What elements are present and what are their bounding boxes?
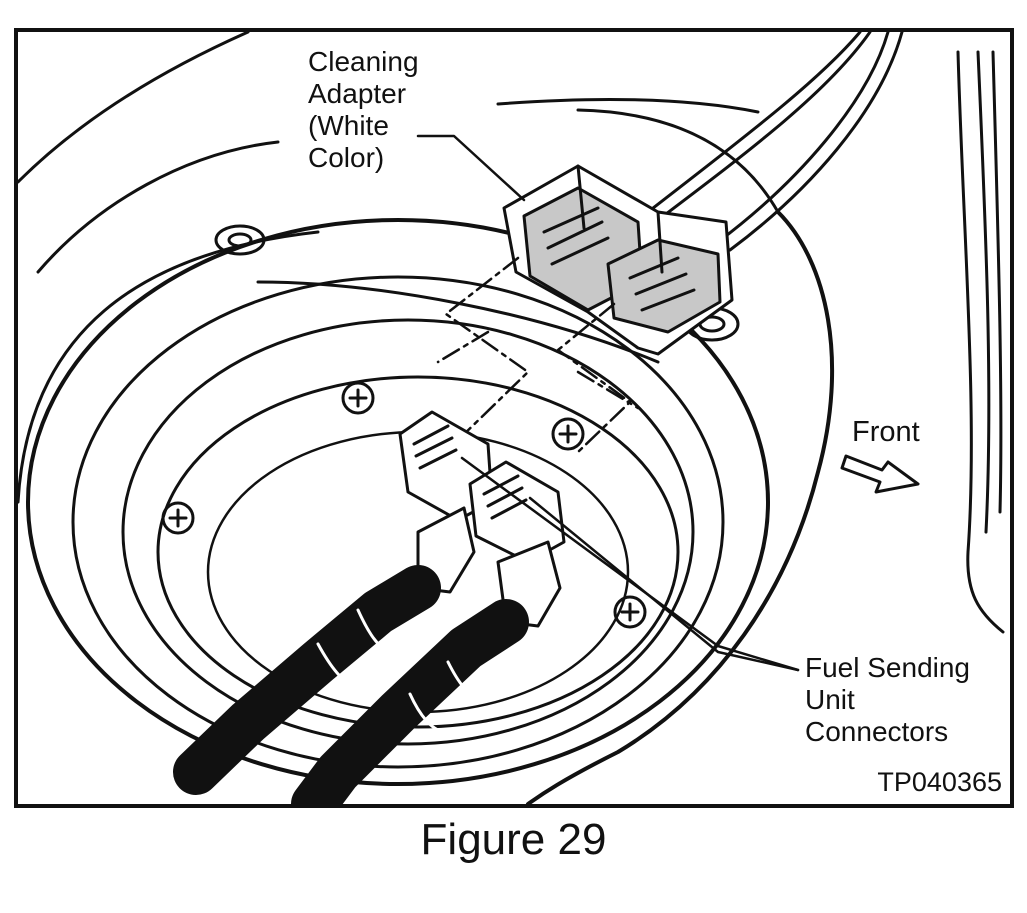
fuel-sending-unit-label-line: Fuel Sending [805, 652, 971, 683]
figure-caption: Figure 29 [420, 815, 607, 864]
fuel-sending-unit-label-line: Unit [805, 684, 855, 715]
harness-cables [173, 565, 529, 804]
body-panel-lines [18, 32, 1005, 804]
front-direction-label: Front [852, 416, 920, 448]
alignment-lines [436, 256, 640, 454]
adapter-cables [646, 32, 904, 252]
figure-frame: Cleaning Adapter (White Color) Front Fue… [14, 28, 1014, 808]
fuel-pump-access-illustration [18, 32, 1005, 804]
leader-lines [416, 134, 800, 672]
cleaning-adapter-label-line: Color) [308, 142, 385, 173]
cleaning-adapter-label-line: (White [308, 110, 389, 141]
cleaning-adapter-label: Cleaning Adapter (White Color) [308, 46, 419, 174]
cleaning-adapter [502, 164, 734, 356]
cleaning-adapter-label-line: Cleaning [308, 46, 419, 77]
fuel-sending-unit-label: Fuel Sending Unit Connectors [805, 652, 970, 748]
phillips-screw-icon [161, 381, 647, 629]
fuel-sending-unit-label-line: Connectors [805, 716, 949, 747]
figure-code: TP040365 [877, 767, 1002, 797]
arrow-right-icon [840, 454, 920, 494]
cleaning-adapter-label-line: Adapter [308, 78, 407, 109]
